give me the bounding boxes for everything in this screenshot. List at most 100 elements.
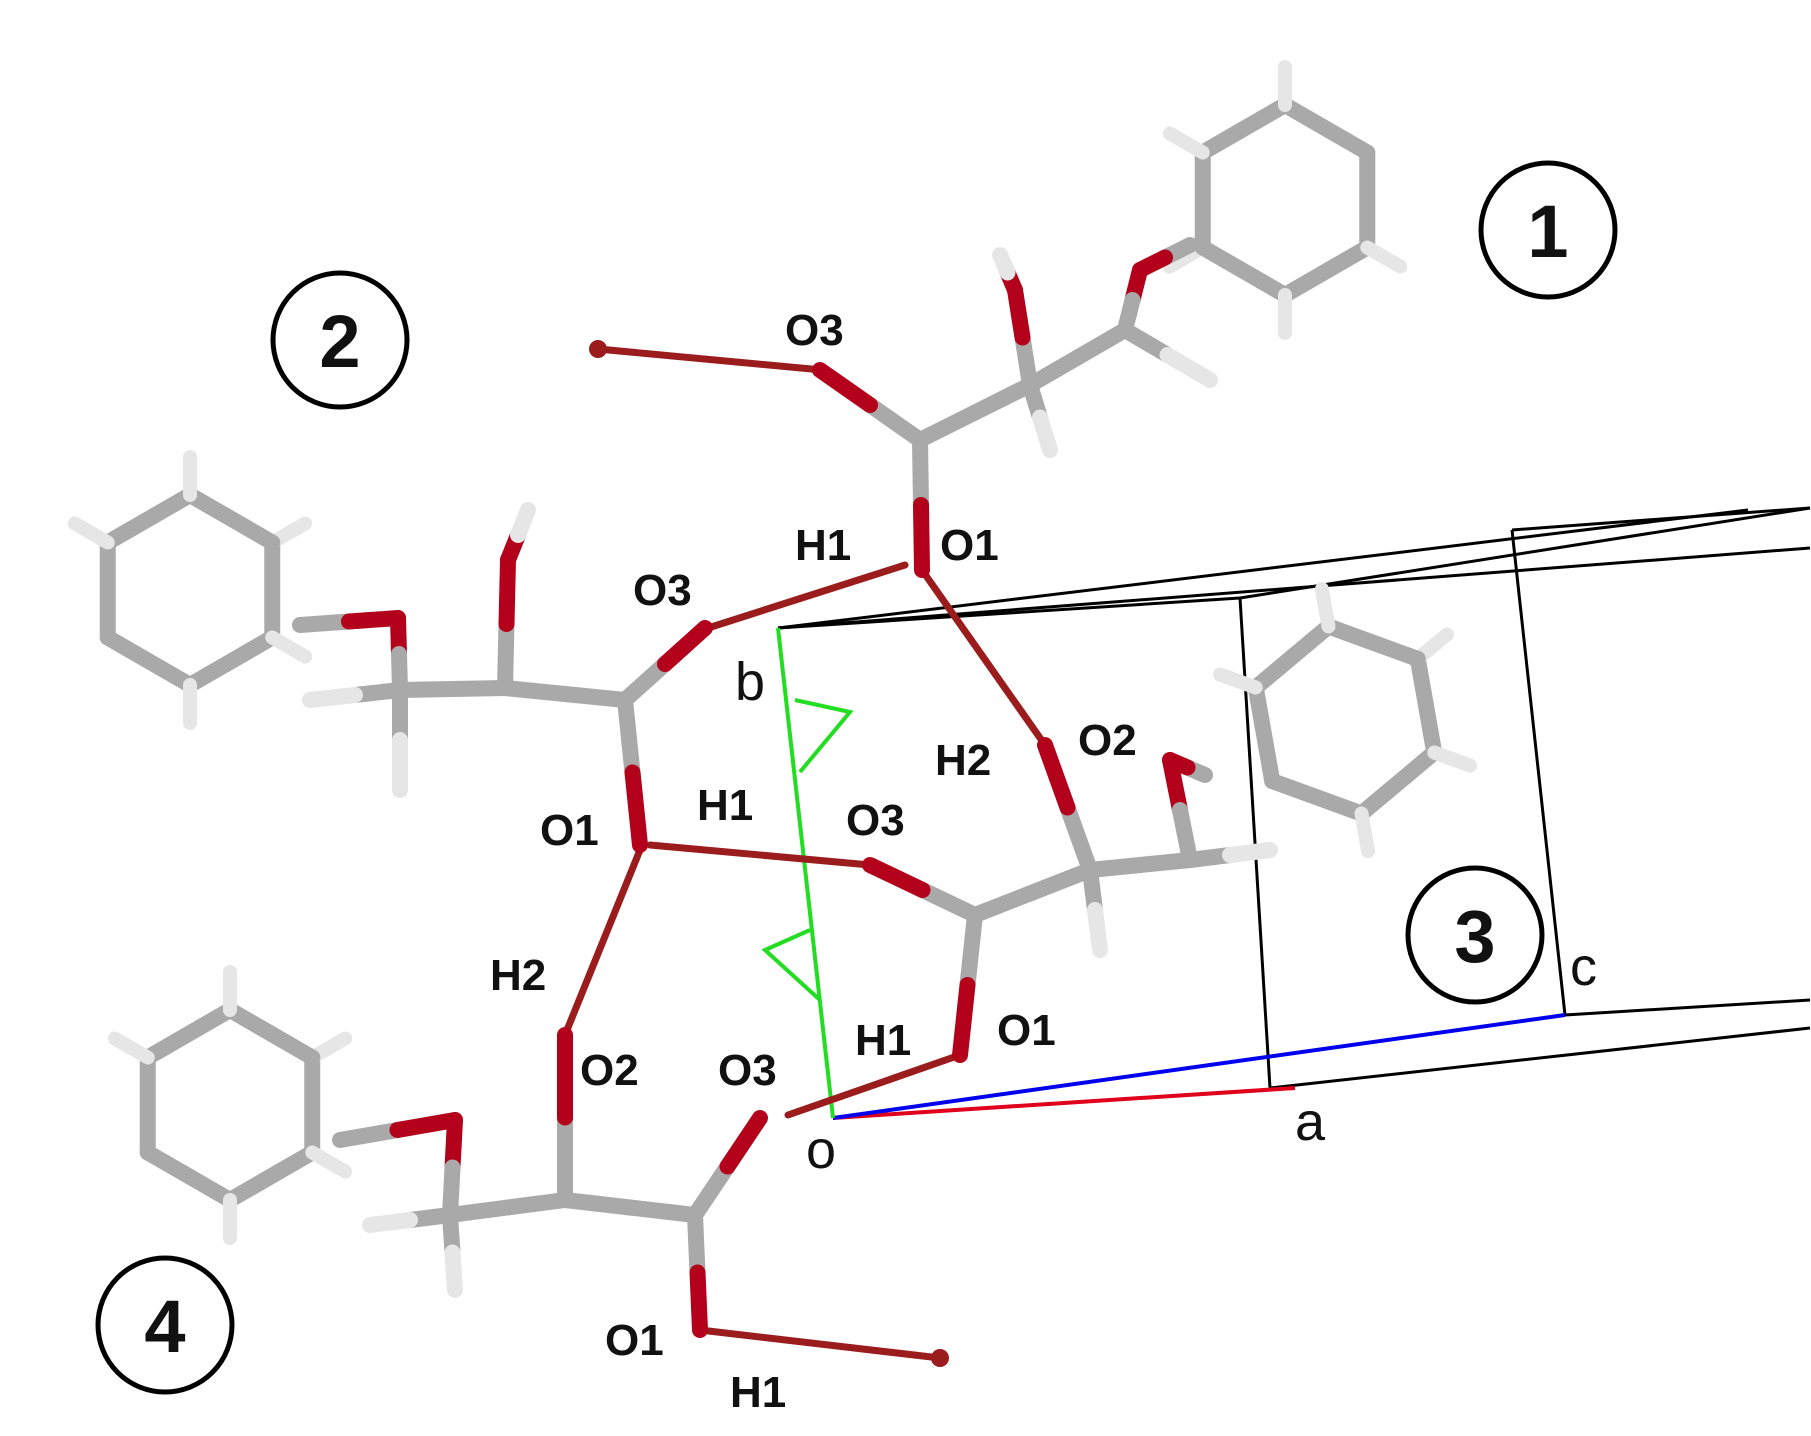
molecule-2-bond — [617, 656, 673, 708]
hbond-end-marker — [589, 340, 607, 358]
molecule-1-bond — [1117, 322, 1176, 363]
molecule-3-ring-bond — [1353, 744, 1443, 822]
unit-cell-edge — [1269, 1026, 1811, 1090]
molecule-4-bond — [687, 1207, 706, 1281]
axis-label-b: b — [735, 652, 765, 712]
molecule-4-bond — [557, 1192, 638, 1216]
molecule-3-bond — [1162, 752, 1188, 818]
molecule-2-bond — [292, 613, 357, 633]
molecule-3-ring-bond — [1409, 650, 1443, 761]
atom-label-o1: O1 — [997, 1006, 1056, 1055]
molecule-2-ring-bond — [182, 487, 281, 551]
atom-label-o1: O1 — [940, 521, 999, 570]
axis-b-line — [776, 627, 835, 1119]
labels: O3 H1 O1 H2 O2 O3 O1 H1 H2 O2 O3 H1 O1 O… — [95, 160, 1618, 1417]
molecule-4-bond — [719, 1110, 768, 1175]
unit-cell-edge — [1564, 998, 1811, 1017]
molecule-3-ring-bond — [1247, 618, 1337, 696]
molecule-2-bond — [497, 616, 515, 696]
molecule-2-bond — [657, 620, 713, 672]
molecule-2-bond — [497, 680, 573, 702]
axis-label-a: a — [1295, 1092, 1326, 1152]
axis-label-c: c — [1570, 937, 1597, 997]
molecule-1-bond — [812, 362, 878, 413]
molecule-3-bond — [1082, 857, 1148, 878]
molecule-1-bond — [1159, 347, 1218, 388]
molecule-3-bond — [862, 857, 931, 898]
molecule-1-bond — [1022, 349, 1086, 393]
svg-text:3: 3 — [1454, 895, 1495, 978]
molecule-3-bond — [1172, 802, 1198, 868]
molecule-1-ring-bond — [1277, 97, 1376, 161]
molecule-3-h-bond — [1354, 806, 1376, 858]
molecule-2-bond — [510, 502, 536, 543]
atom-label-o2: O2 — [1078, 716, 1137, 765]
hydrogen-bond — [646, 841, 874, 869]
atom-label-h1: H1 — [730, 1368, 786, 1417]
molecule-4-ring-bond — [139, 1002, 238, 1066]
molecule-number-4: 4 — [95, 1255, 235, 1395]
molecule-4-bond — [444, 1244, 463, 1298]
molecule-3-bond — [952, 977, 976, 1063]
molecule-4-bond — [442, 1199, 516, 1223]
atom-label-o1: O1 — [605, 1316, 664, 1365]
atom-label-h1: H1 — [855, 1016, 911, 1065]
molecule-4-bond — [332, 1122, 406, 1148]
molecule-2-bond — [498, 552, 516, 632]
axis-c-line — [832, 1013, 1566, 1120]
molecule-1-bond — [967, 377, 1038, 421]
molecule-1-bond — [862, 397, 928, 448]
symmetry-arrow — [761, 928, 822, 1002]
molecule-2-bond — [302, 687, 363, 708]
molecule-2-ring-bond — [182, 629, 281, 693]
molecule-2-ring-bond — [99, 487, 198, 551]
molecule-4-ring-bond — [139, 1144, 238, 1208]
molecule-2-bond — [617, 692, 641, 781]
hydrogen-bond — [784, 1051, 964, 1119]
hydrogen-bond — [704, 561, 909, 632]
molecular-bonds — [67, 60, 1477, 1338]
unit-cell-edge — [1511, 506, 1811, 532]
molecule-2-h-bond — [67, 516, 115, 550]
molecule-3-ring-bond — [1264, 773, 1370, 822]
molecule-3-bond — [1024, 862, 1098, 901]
molecule-3-bond — [1222, 842, 1278, 863]
molecule-1-h-bond — [1162, 126, 1210, 160]
molecule-4-bond — [499, 1192, 573, 1216]
molecule-3-bond — [967, 884, 1041, 923]
molecule-1-ring-bond — [1277, 239, 1376, 303]
molecule-3-ring-bond — [1247, 679, 1281, 790]
atom-label-o3: O3 — [633, 566, 692, 615]
molecule-1-bond — [912, 432, 929, 513]
molecule-number-1: 1 — [1478, 160, 1618, 300]
molecule-4-ring-bond — [222, 1144, 321, 1208]
molecule-1-bond — [1007, 282, 1031, 346]
molecule-4-ring-bond — [222, 1002, 321, 1066]
unit-cell — [761, 506, 1811, 1120]
molecule-4-bond — [689, 1264, 708, 1338]
svg-text:4: 4 — [144, 1285, 185, 1368]
molecule-1-bond — [1069, 322, 1133, 366]
atom-label-h2: H2 — [935, 736, 991, 785]
molecule-4-h-bond — [305, 1145, 353, 1179]
axis-a-line — [832, 1086, 1296, 1120]
molecule-3-ring-bond — [1320, 618, 1426, 667]
molecule-number-2: 2 — [270, 270, 410, 410]
molecule-3-bond — [1132, 852, 1198, 873]
molecule-1-bond — [1132, 249, 1173, 278]
molecule-3-bond — [1037, 737, 1076, 816]
molecule-3-h-bond — [1314, 582, 1336, 634]
atom-label-o2: O2 — [580, 1046, 639, 1095]
svg-text:2: 2 — [319, 300, 360, 383]
molecule-4-bond — [687, 1158, 736, 1223]
molecule-3-bond — [1059, 799, 1098, 878]
molecule-2-h-bond — [265, 630, 313, 664]
molecule-3-h-bond — [1427, 745, 1477, 773]
molecule-2-ring-bond — [99, 629, 198, 693]
hydrogen-bond — [918, 566, 1049, 749]
molecule-1-h-bond — [1360, 240, 1408, 274]
molecule-3-bond — [959, 907, 983, 993]
molecule-4-bond — [622, 1199, 703, 1223]
molecule-1-ring-bond — [1194, 97, 1293, 161]
